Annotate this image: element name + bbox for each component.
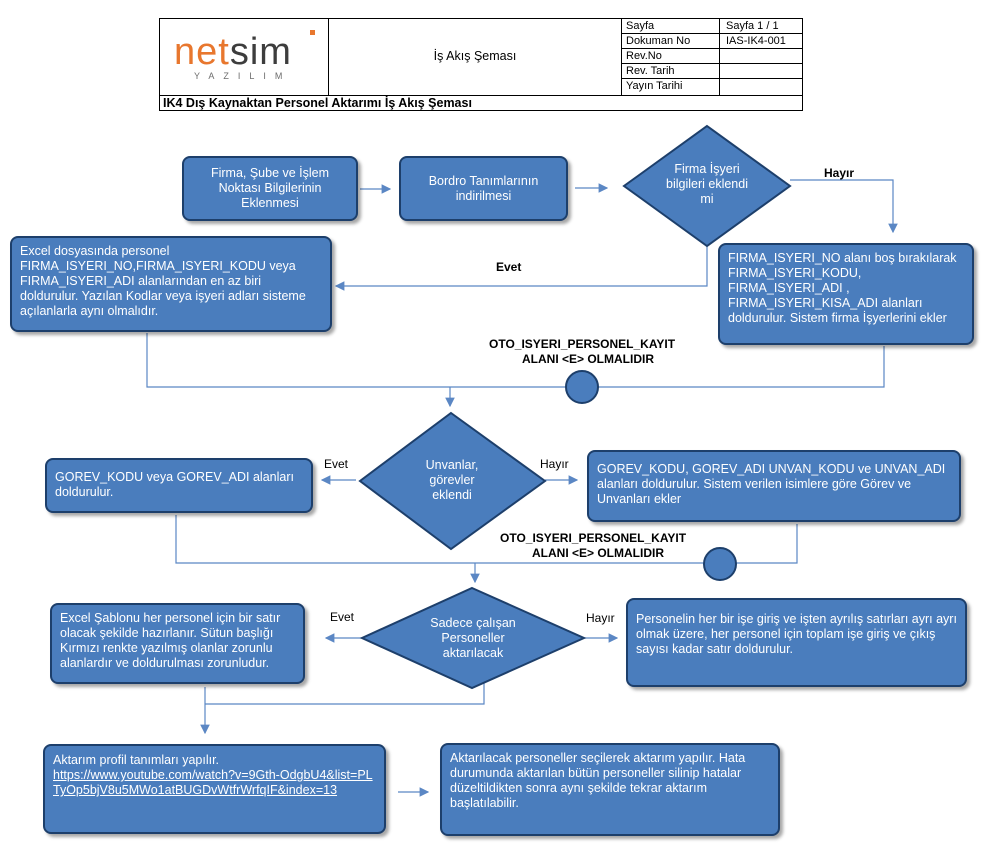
meta-label-docno: Dokuman No bbox=[622, 34, 720, 49]
step-box-aktarim-profil: Aktarım profil tanımları yapılır. https:… bbox=[43, 744, 386, 834]
merge-line-2 bbox=[175, 515, 798, 564]
step-box-gorev-text: GOREV_KODU veya GOREV_ADI alanları doldu… bbox=[55, 470, 294, 499]
step-box-excel-firma: Excel dosyasında personel FIRMA_ISYERI_N… bbox=[10, 236, 332, 332]
diamond2-text: Unvanlar, görevler eklendi bbox=[425, 458, 479, 502]
logo-accent-square bbox=[310, 30, 315, 35]
label-d2-no: Hayır bbox=[540, 457, 569, 471]
label-d1-yes: Evet bbox=[496, 260, 522, 274]
note-oto-isyeri-2-line2: ALANI <E> OLMALIDIR bbox=[532, 546, 665, 560]
step-box-gorev-unvan-text: GOREV_KODU, GOREV_ADI UNVAN_KODU ve UNVA… bbox=[597, 462, 946, 506]
meta-grid: Sayfa Sayfa 1 / 1 Dokuman No IAS-IK4-001… bbox=[622, 19, 802, 95]
step-box-excel-firma-text: Excel dosyasında personel FIRMA_ISYERI_N… bbox=[20, 244, 306, 318]
step-box-firma-sube-text: Firma, Şube ve İşlem Noktası Bilgilerini… bbox=[210, 166, 330, 210]
arrow-d1-no bbox=[790, 179, 898, 234]
diamond1-text: Firma İşyeri bilgileri eklendi mi bbox=[666, 162, 748, 206]
step-box-personel-satir-text: Personelin her bir işe giriş ve işten ay… bbox=[636, 612, 957, 656]
note-oto-isyeri-1-line1: OTO_ISYERI_PERSONEL_KAYIT bbox=[489, 337, 676, 351]
arrow-d1-yes bbox=[334, 243, 708, 291]
diamond3-text: Sadece çalışan Personeller aktarılacak bbox=[430, 616, 516, 660]
page-subtitle: IK4 Dış Kaynaktan Personel Aktarımı İş A… bbox=[163, 96, 472, 110]
step-box-excel-sablon-text: Excel Şablonu her personel için bir satı… bbox=[60, 611, 281, 670]
logo-cell: netsim YAZILIM bbox=[160, 19, 329, 95]
logo-brand-b: sim bbox=[229, 31, 292, 73]
meta-value-page-text: Sayfa 1 / 1 bbox=[726, 20, 779, 32]
connector-circle-2 bbox=[703, 547, 737, 581]
step-box-gorev: GOREV_KODU veya GOREV_ADI alanları doldu… bbox=[45, 458, 313, 513]
step-box-aktarim: Aktarılacak personeller seçilerek aktarı… bbox=[440, 743, 780, 836]
merge-line-1 bbox=[146, 333, 885, 388]
meta-label-revno: Rev.No bbox=[622, 49, 720, 64]
logo-subtitle: YAZILIM bbox=[194, 71, 292, 81]
logo-brand-a: net bbox=[174, 31, 230, 73]
label-d3-no: Hayır bbox=[586, 611, 615, 625]
meta-value-page: Sayfa 1 / 1 bbox=[720, 19, 802, 34]
doc-title: İş Akış Şeması bbox=[433, 49, 517, 63]
meta-label-page: Sayfa bbox=[622, 19, 720, 34]
step-box-excel-sablon: Excel Şablonu her personel için bir satı… bbox=[50, 603, 305, 684]
step-box-aktarim-profil-title: Aktarım profil tanımları yapılır. bbox=[53, 753, 220, 767]
meta-label-revdate: Rev. Tarih bbox=[622, 64, 720, 79]
meta-value-revdate bbox=[720, 64, 802, 79]
subtitle-row: IK4 Dış Kaynaktan Personel Aktarımı İş A… bbox=[160, 95, 802, 110]
youtube-link[interactable]: https://www.youtube.com/watch?v=9Gth-Odg… bbox=[53, 768, 376, 798]
meta-value-docno: IAS-IK4-001 bbox=[720, 34, 802, 49]
label-d1-no: Hayır bbox=[824, 166, 855, 180]
label-d3-yes: Evet bbox=[330, 610, 355, 624]
youtube-link-text[interactable]: https://www.youtube.com/watch?v=9Gth-Odg… bbox=[53, 768, 373, 797]
step-box-firma-sube: Firma, Şube ve İşlem Noktası Bilgilerini… bbox=[182, 156, 358, 221]
meta-value-revno bbox=[720, 49, 802, 64]
connector-circle-1 bbox=[565, 370, 599, 404]
step-box-bordro-text: Bordro Tanımlarının indirilmesi bbox=[428, 173, 539, 203]
step-box-firma-kodu: FIRMA_ISYERI_NO alanı boş bırakılarak FI… bbox=[718, 243, 974, 345]
step-box-bordro: Bordro Tanımlarının indirilmesi bbox=[399, 156, 568, 221]
header-table: netsim YAZILIM İş Akış Şeması Sayfa Sayf… bbox=[159, 18, 803, 111]
decision-diamond-2 bbox=[358, 411, 547, 551]
step-box-aktarim-text: Aktarılacak personeller seçilerek aktarı… bbox=[450, 751, 746, 810]
step-box-personel-satir: Personelin her bir işe giriş ve işten ay… bbox=[626, 598, 967, 687]
label-d2-yes: Evet bbox=[324, 457, 349, 471]
doc-title-cell: İş Akış Şeması bbox=[329, 19, 622, 95]
decision-diamond-3 bbox=[359, 586, 587, 690]
note-oto-isyeri-1-line2: ALANI <E> OLMALIDIR bbox=[522, 352, 655, 366]
decision-diamond-1 bbox=[622, 124, 792, 248]
logo: netsim bbox=[174, 33, 292, 71]
meta-label-pubdate: Yayın Tarihi bbox=[622, 79, 720, 95]
note-oto-isyeri-2-line1: OTO_ISYERI_PERSONEL_KAYIT bbox=[500, 531, 687, 545]
step-box-gorev-unvan: GOREV_KODU, GOREV_ADI UNVAN_KODU ve UNVA… bbox=[587, 450, 961, 522]
step-box-firma-kodu-text: FIRMA_ISYERI_NO alanı boş bırakılarak FI… bbox=[728, 251, 957, 325]
